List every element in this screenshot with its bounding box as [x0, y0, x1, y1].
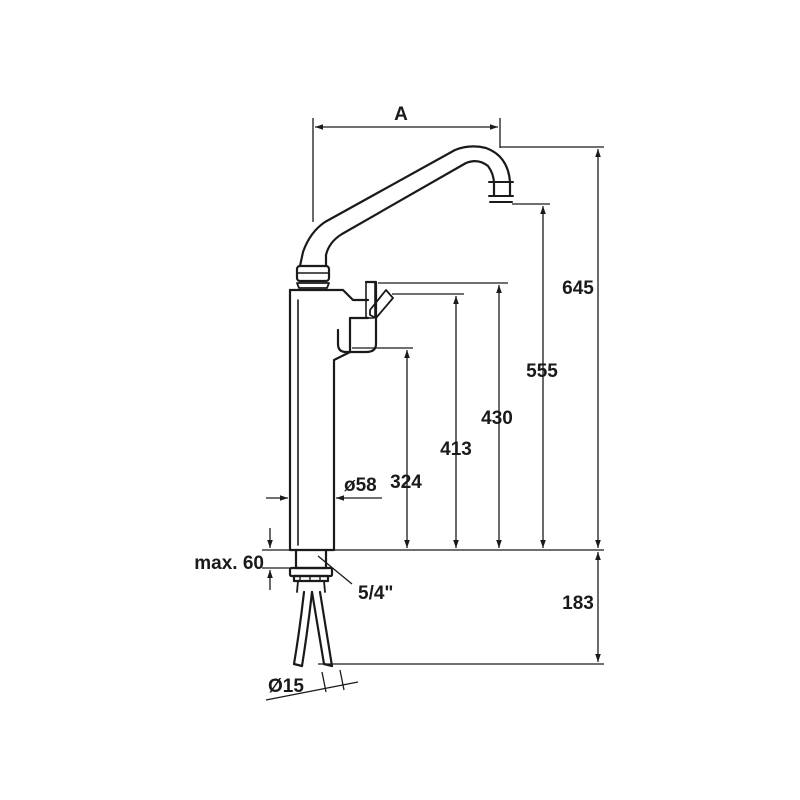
label-diameter-58: ø58	[344, 475, 377, 496]
label-413: 413	[440, 439, 472, 460]
supply-hoses	[292, 590, 334, 668]
spout	[298, 145, 514, 268]
label-max-60: max. 60	[194, 553, 264, 574]
label-430: 430	[481, 408, 513, 429]
label-645: 645	[562, 278, 594, 299]
thread-leader-line	[317, 555, 353, 585]
swivel-collar	[295, 264, 331, 289]
label-diameter-15: Ø15	[268, 676, 304, 697]
label-324: 324	[390, 472, 422, 493]
dimension-labels: A 645 555 430 413 324 183 ø58 max. 60 5/…	[194, 104, 594, 697]
faucet-outline	[288, 145, 514, 668]
extension-line-15-left	[321, 671, 327, 693]
lever-handle	[336, 280, 394, 354]
label-a: A	[394, 104, 408, 125]
label-183: 183	[562, 593, 594, 614]
label-555: 555	[526, 361, 558, 382]
dimension-lines	[262, 118, 604, 701]
extension-line-15-right	[339, 669, 345, 691]
mounting-assembly	[288, 548, 334, 593]
faucet-body	[288, 288, 370, 552]
label-thread-5-4: 5/4"	[358, 583, 393, 604]
